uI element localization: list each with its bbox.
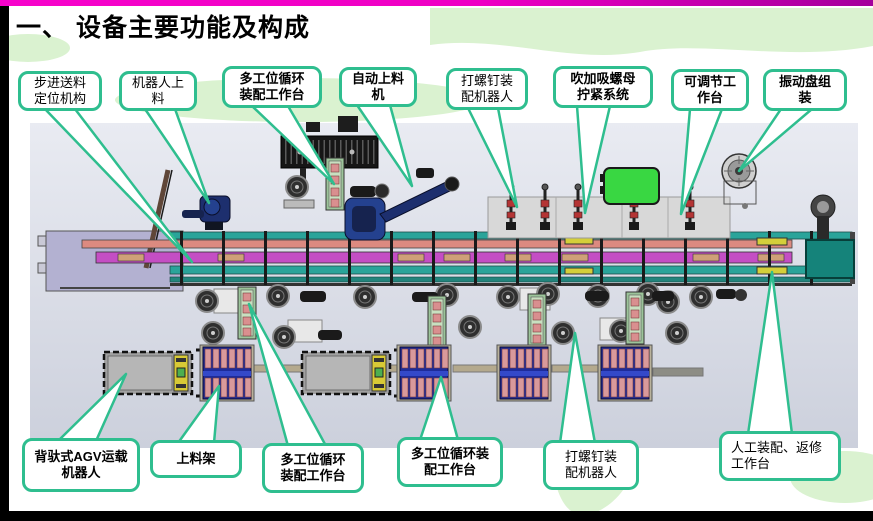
callout-adjustable-worktable: 可调节工 作台 [671, 69, 749, 111]
clamp-bars [564, 237, 788, 275]
callout-label: 多工位循环装 配工作台 [410, 446, 489, 477]
callout-multistation-worktable-bottom-1: 多工位循环 装配工作台 [262, 443, 364, 493]
callout-agv-robot: 背驮式AGV运载 机器人 [22, 438, 140, 492]
callout-label: 多工位循环 装配工作台 [280, 452, 346, 483]
callout-vibration-bowl: 振动盘组 装 [763, 69, 847, 111]
end-station-robot [810, 194, 836, 249]
small-arm [350, 183, 390, 199]
motor-icon [285, 175, 309, 199]
assembly-line-diagram [37, 116, 855, 402]
circulating-station [527, 293, 547, 347]
callout-label: 上料架 [176, 451, 216, 467]
green-panel [600, 167, 660, 205]
callout-screw-robot-top: 打螺钉装 配机器人 [446, 68, 528, 110]
callout-auto-feeder: 自动上料 机 [339, 67, 417, 107]
loading-rack-3 [496, 344, 552, 402]
agv-2 [300, 350, 392, 396]
callout-label: 多工位循环 装配工作台 [239, 71, 305, 102]
manual-station-block [805, 239, 855, 279]
vibration-bowl-icon [721, 153, 757, 209]
bottom-frame-bar [9, 511, 873, 521]
callout-manual-rework-station: 人工装配、返修 工作台 [719, 431, 841, 481]
circulating-station [625, 291, 645, 345]
loading-rack-1 [199, 344, 255, 402]
loading-rack-4 [597, 344, 653, 402]
callout-loading-rack: 上料架 [150, 440, 242, 478]
callout-label: 打螺钉装 配机器人 [460, 73, 513, 104]
motor-tray [283, 199, 315, 209]
callout-multistation-worktable-bottom-2: 多工位循环装 配工作台 [397, 437, 503, 487]
callout-label: 可调节工 作台 [683, 74, 736, 105]
page-title: 一、 设备主要功能及构成 [16, 14, 310, 42]
callout-robot-loading: 机器人上 料 [119, 71, 197, 111]
callout-label: 自动上料 机 [351, 71, 404, 102]
callout-multistation-worktable-top: 多工位循环 装配工作台 [222, 66, 322, 108]
callout-label: 步进送料 定位机构 [33, 75, 86, 106]
callout-nut-tightening-system: 吹加吸螺母 拧紧系统 [553, 66, 653, 108]
callout-label: 打螺钉装 配机器人 [564, 449, 617, 480]
callout-label: 人工装配、返修 工作台 [731, 440, 823, 471]
callout-screw-robot-bottom: 打螺钉装 配机器人 [543, 440, 639, 490]
callout-label: 机器人上 料 [131, 75, 184, 106]
callout-label: 振动盘组 装 [778, 74, 831, 105]
callout-label: 吹加吸螺母 拧紧系统 [570, 71, 636, 102]
circulating-station [427, 295, 447, 349]
callout-step-feed-positioner: 步进送料 定位机构 [18, 71, 102, 111]
callout-label: 背驮式AGV运载 机器人 [34, 449, 128, 480]
conveyor-line [81, 231, 855, 286]
left-frame-bar [0, 6, 9, 521]
accent-top-line [0, 0, 873, 6]
auto-feeder-robot [344, 168, 460, 241]
